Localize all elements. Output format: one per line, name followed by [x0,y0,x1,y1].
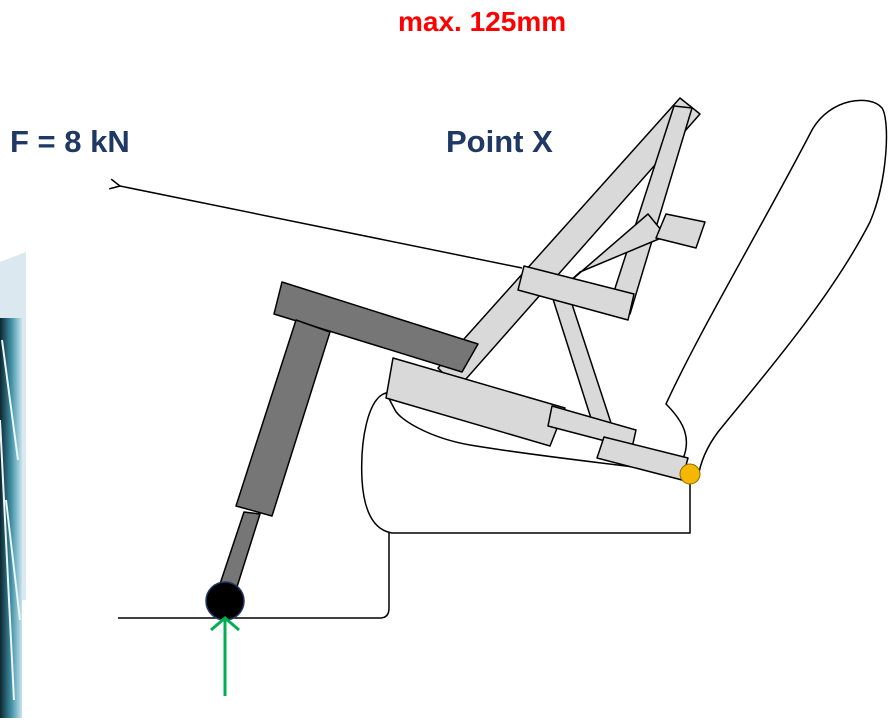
frame-seat-rail [385,357,566,447]
backrest [665,99,888,480]
point-x-label: Point X [446,124,553,159]
seat-frame [385,97,706,481]
ground-joint [205,581,245,621]
actuator-assembly [219,281,479,591]
reaction-arrow [210,616,240,696]
max-travel-label: max. 125mm [398,6,567,37]
actuator-cylinder [235,319,331,517]
pedestal-outline [118,533,390,619]
frame-upper-bracket [655,213,706,249]
actuator-rod [219,511,261,591]
lever-arm [273,281,479,373]
frame-upper-rail [517,265,635,321]
side-photo-strip [0,252,26,718]
force-label: F = 8 kN [10,124,130,159]
pivot-point-dot [679,463,701,485]
force-arrow [120,186,523,269]
